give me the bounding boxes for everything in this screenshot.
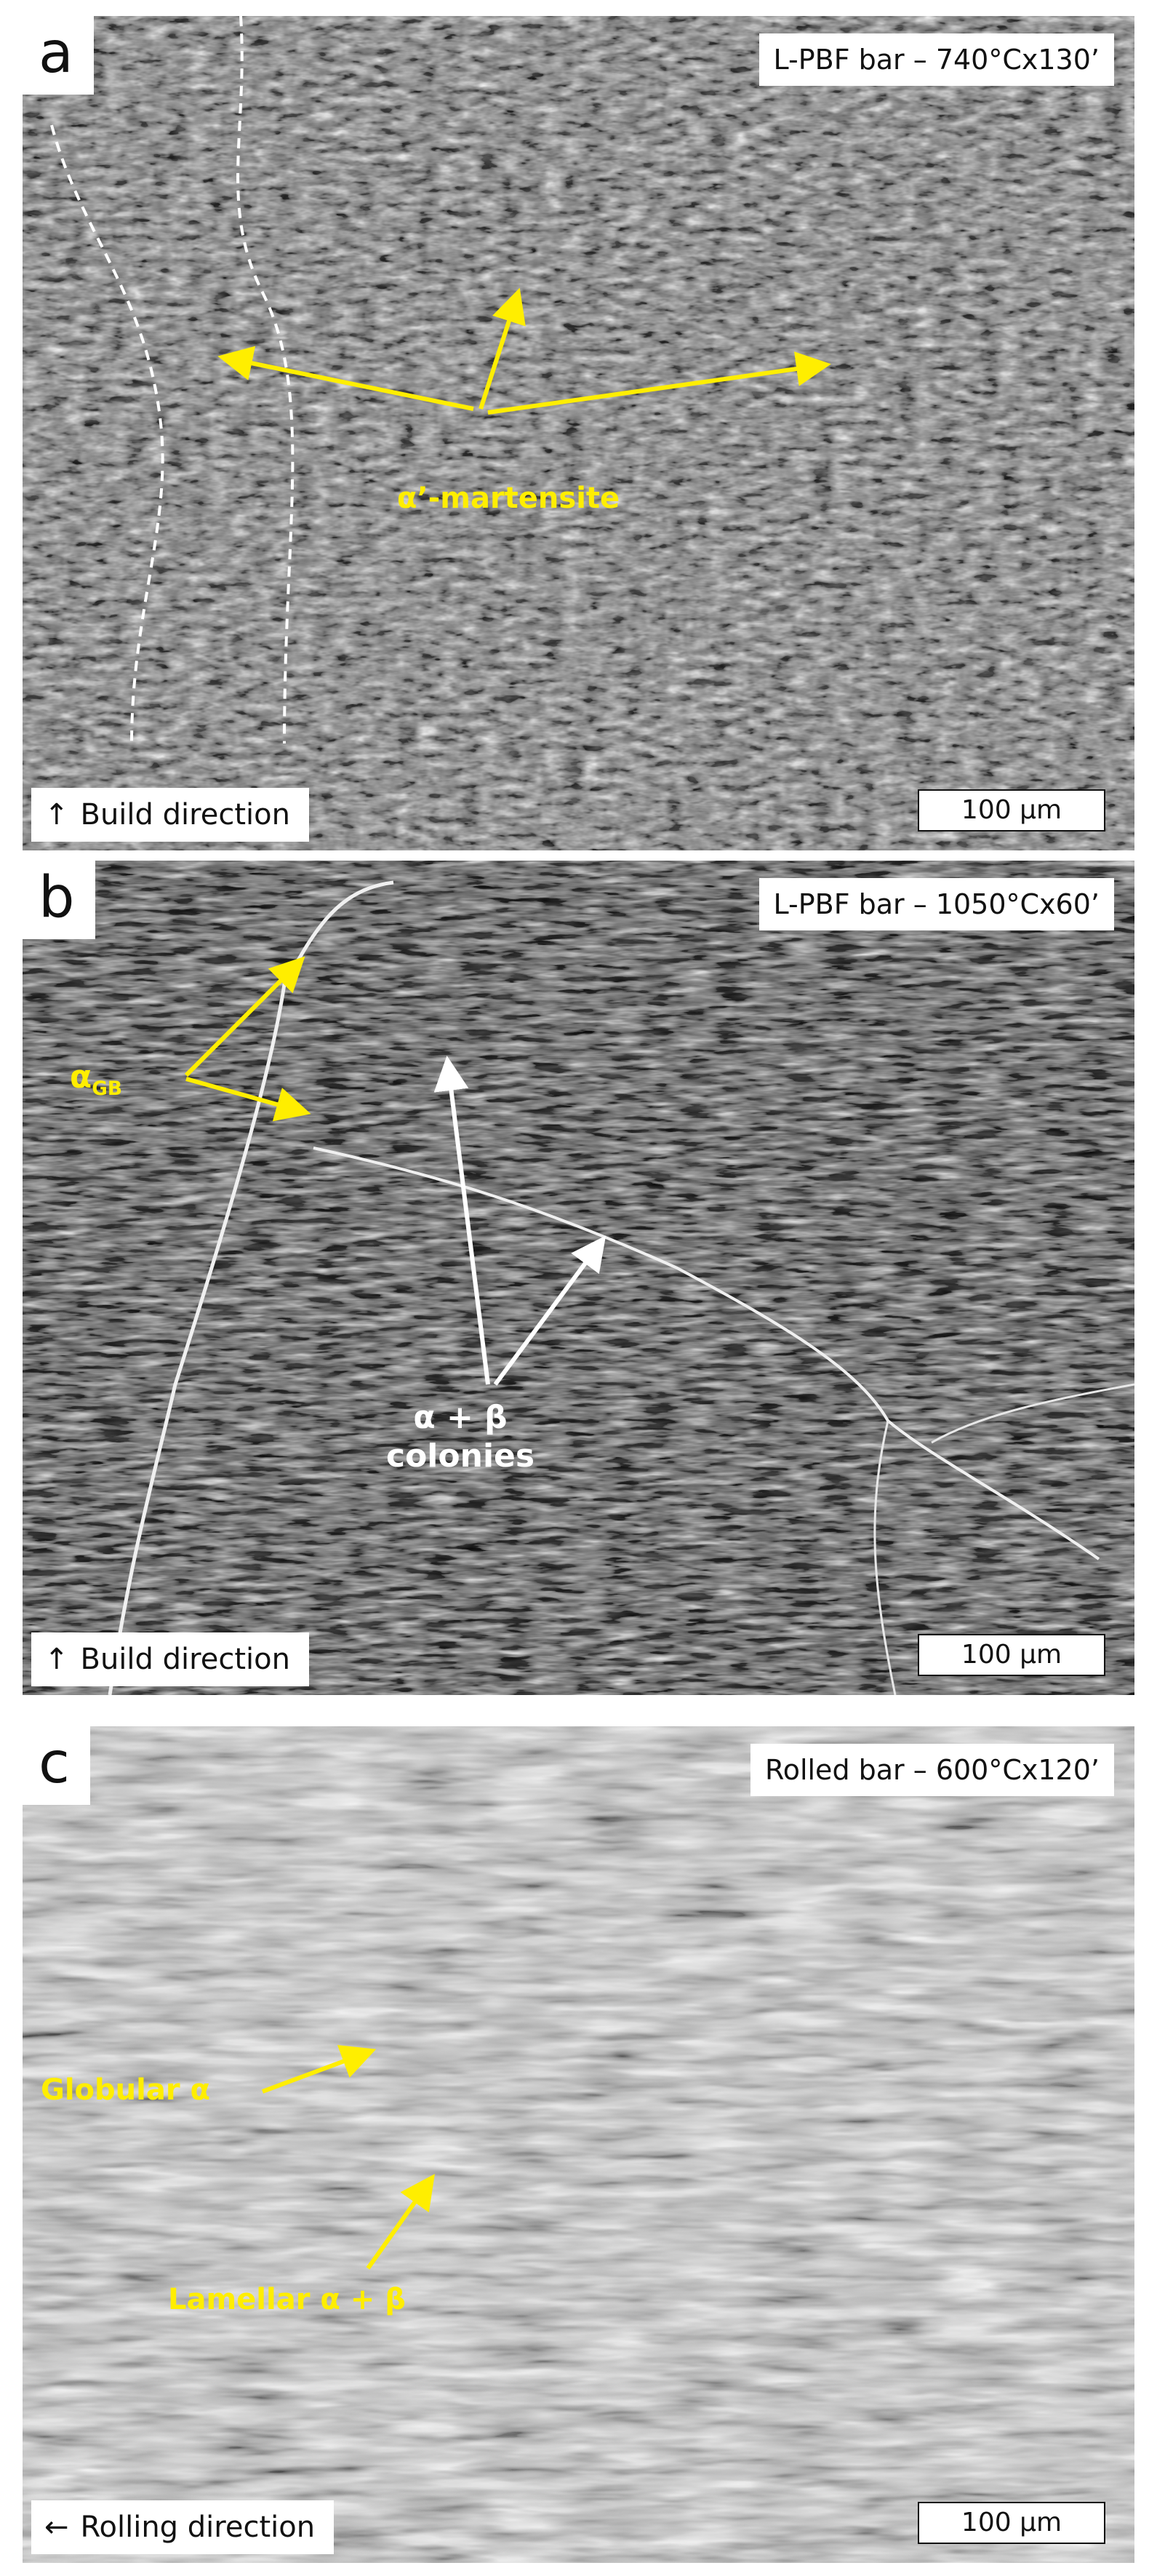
panel-letter: c <box>23 1726 90 1805</box>
micrograph-image-c <box>23 1726 1134 2563</box>
up-arrow-icon: ↑ <box>44 1643 69 1676</box>
direction-box: ← Rolling direction <box>31 2500 335 2554</box>
condition-label: Rolled bar – 600°Cx120’ <box>750 1744 1114 1796</box>
condition-label: L-PBF bar – 1050°Cx60’ <box>758 878 1114 930</box>
micrograph-panel-c: c Rolled bar – 600°Cx120’ Globular α Lam… <box>23 1726 1134 2563</box>
panel-letter: b <box>23 861 95 939</box>
direction-box: ↑ Build direction <box>31 1632 309 1686</box>
micrograph-panel-a: a L-PBF bar – 740°Cx130’ α’-martensite ↑… <box>23 16 1134 850</box>
annotation-arrows-b <box>184 956 606 1386</box>
grain-boundary-line <box>50 124 164 744</box>
martensite-label: α’-martensite <box>397 482 620 515</box>
direction-label: Build direction <box>80 1643 290 1676</box>
left-arrow-icon: ← <box>44 2511 69 2544</box>
grain-boundary-line <box>108 880 394 1695</box>
annotation-arrows-a <box>217 287 831 415</box>
micrograph-image-b <box>23 861 1134 1695</box>
grain-boundary-line <box>931 1383 1134 1444</box>
scale-bar: 100 µm <box>918 789 1105 832</box>
alpha-gb-label: αGB <box>70 1058 123 1100</box>
scale-bar: 100 µm <box>918 2502 1105 2544</box>
grain-boundary-line <box>236 16 295 744</box>
globular-alpha-label: Globular α <box>41 2073 210 2107</box>
micrograph-image-a <box>23 16 1134 850</box>
direction-box: ↑ Build direction <box>31 788 309 842</box>
direction-label: Build direction <box>80 798 290 832</box>
up-arrow-icon: ↑ <box>44 798 69 832</box>
annotation-arrows-c <box>261 2045 435 2270</box>
condition-label: L-PBF bar – 740°Cx130’ <box>758 33 1114 86</box>
grain-boundary-line <box>313 1147 1100 1560</box>
scale-bar: 100 µm <box>918 1634 1105 1676</box>
grain-boundary-line <box>873 1420 897 1695</box>
direction-label: Rolling direction <box>80 2511 316 2544</box>
lamellar-alpha-beta-label: Lamellar α + β <box>168 2283 406 2316</box>
panel-letter: a <box>23 16 94 95</box>
